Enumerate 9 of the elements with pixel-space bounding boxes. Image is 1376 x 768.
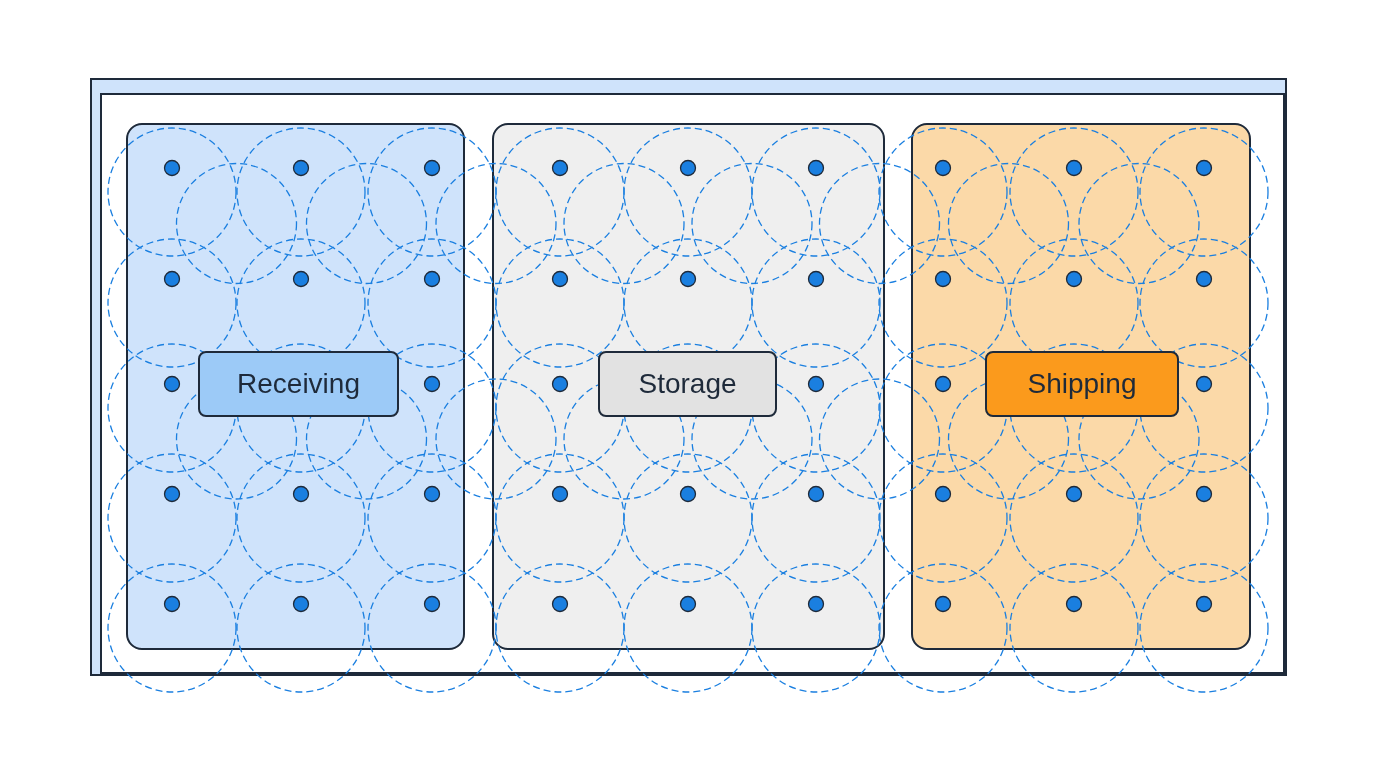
zone-label xyxy=(985,351,1179,417)
zone-panel xyxy=(126,123,465,650)
zone-label xyxy=(198,351,399,417)
zone-name: Storage xyxy=(638,367,737,401)
zone-name: Shipping xyxy=(1027,367,1137,401)
zone-panel xyxy=(492,123,885,650)
zone-panel xyxy=(911,123,1251,650)
zone-name: Receiving xyxy=(237,367,360,401)
zone-label xyxy=(598,351,777,417)
